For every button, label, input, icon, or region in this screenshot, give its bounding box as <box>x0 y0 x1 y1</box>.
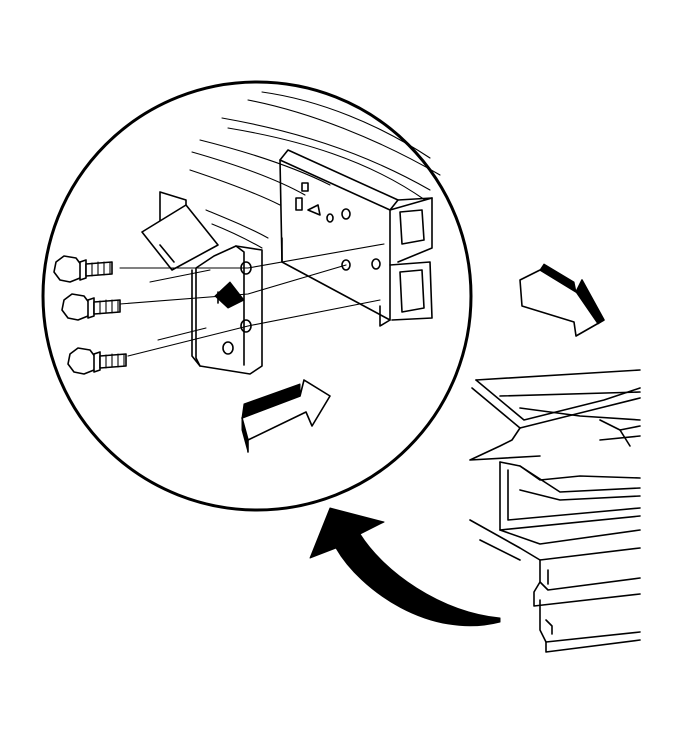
install-arrow-detail <box>241 379 331 453</box>
vehicle-frame <box>469 369 641 653</box>
bolt-3 <box>67 347 127 375</box>
install-arrow-vehicle <box>519 263 605 337</box>
bolt-1 <box>53 255 113 283</box>
frame-rail <box>189 91 441 327</box>
bolt-guide-lines <box>119 243 385 357</box>
curved-callout-arrow <box>309 507 501 627</box>
bolt-2 <box>61 293 121 321</box>
